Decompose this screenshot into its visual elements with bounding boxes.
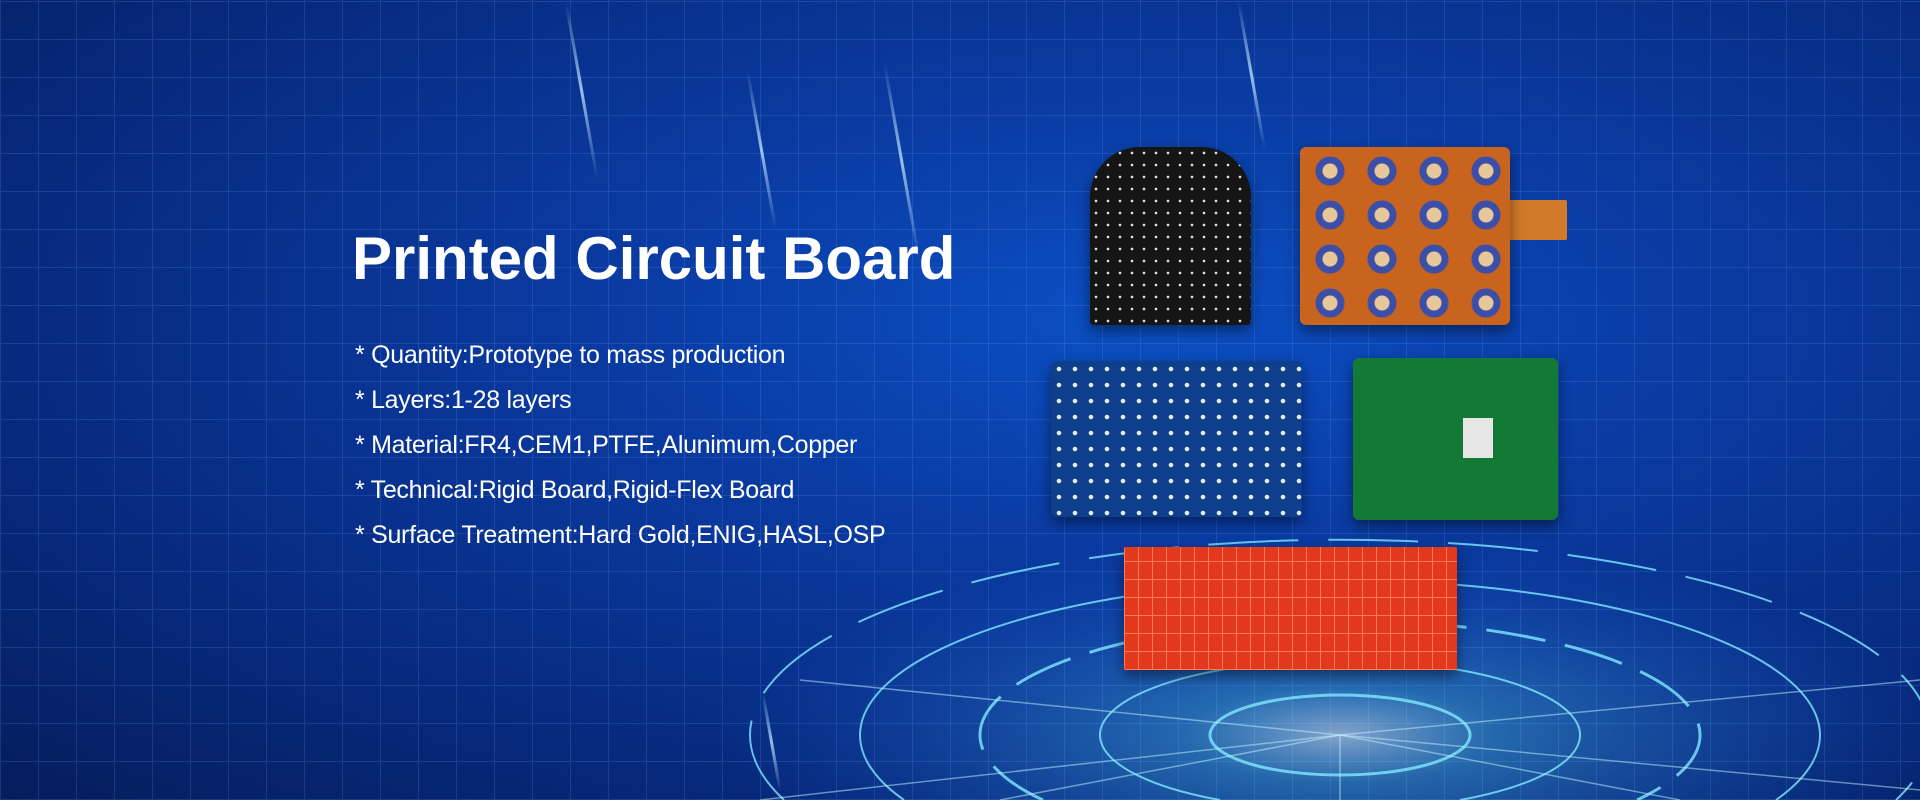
feature-technical: * Technical:Rigid Board,Rigid-Flex Board bbox=[355, 476, 795, 504]
feature-material: * Material:FR4,CEM1,PTFE,Alunimum,Copper bbox=[355, 431, 858, 459]
banner-title: Printed Circuit Board bbox=[352, 225, 956, 292]
feature-list: * Quantity:Prototype to mass production … bbox=[355, 338, 886, 563]
black-pcb-image bbox=[1090, 147, 1251, 325]
feature-quantity: * Quantity:Prototype to mass production bbox=[355, 341, 786, 369]
blue-pcb-image bbox=[1051, 361, 1302, 517]
flex-pcb-image bbox=[1300, 147, 1510, 325]
flex-pcb-connector-image bbox=[1505, 200, 1567, 240]
green-pcb-image bbox=[1353, 358, 1558, 520]
feature-layers: * Layers:1-28 layers bbox=[355, 386, 572, 414]
red-pcb-image bbox=[1124, 547, 1457, 670]
feature-surface-treatment: * Surface Treatment:Hard Gold,ENIG,HASL,… bbox=[355, 521, 886, 549]
